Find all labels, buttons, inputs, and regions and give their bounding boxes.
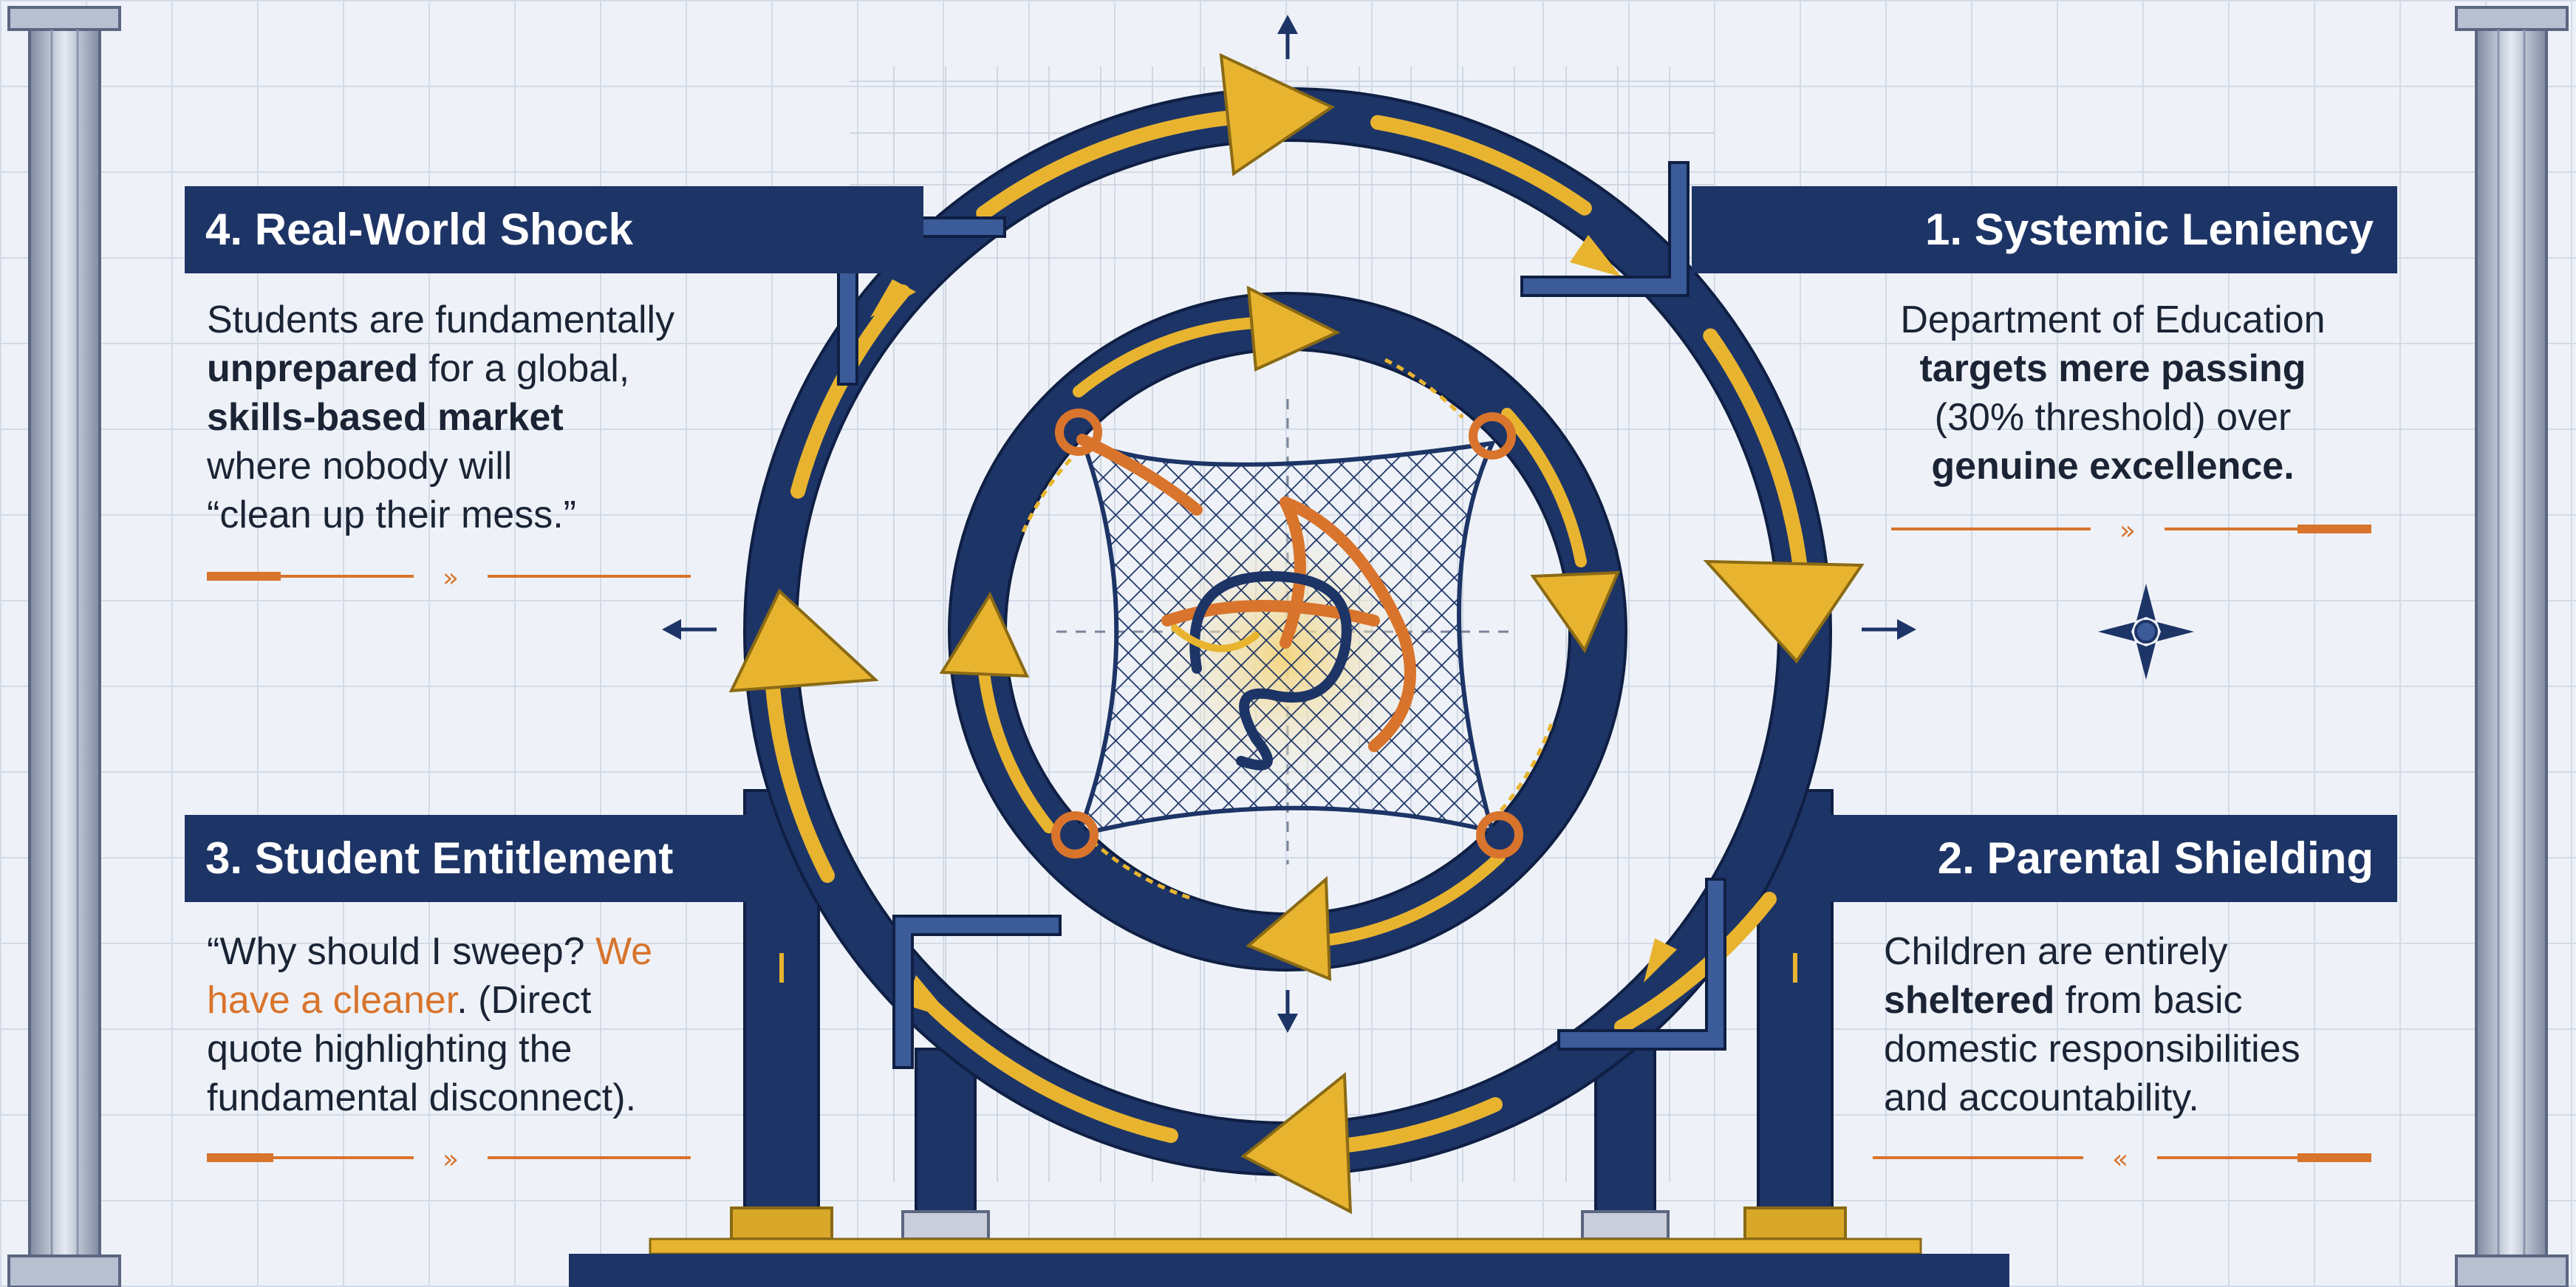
description-line: (30% threshold) over: [1847, 393, 2379, 442]
description-text: for a global,: [418, 347, 630, 390]
description-line: “Why should I sweep? We: [207, 927, 652, 976]
description-line: sheltered from basic: [1884, 976, 2300, 1025]
description-line: domestic responsibilities: [1884, 1025, 2300, 1073]
emphasis-text: sheltered: [1884, 979, 2055, 1022]
description-text: and accountability.: [1884, 1076, 2199, 1119]
description-line: Students are fundamentally: [207, 296, 674, 344]
description-line: targets mere passing: [1847, 344, 2379, 393]
stage-4-heading: 4. Real-World Shock: [185, 186, 923, 273]
stage-2-heading: 2. Parental Shielding: [1825, 815, 2397, 902]
inner-cycle-arrows: [939, 285, 1621, 982]
description-text: where nobody will: [207, 445, 513, 488]
description-text: Children are entirely: [1884, 930, 2228, 973]
description-text: quote highlighting the: [207, 1028, 573, 1071]
description-line: quote highlighting the: [207, 1025, 652, 1073]
description-line: fundamental disconnect).: [207, 1073, 652, 1122]
description-line: genuine excellence.: [1847, 442, 2379, 491]
description-line: Children are entirely: [1884, 927, 2300, 976]
description-line: Department of Education: [1847, 296, 2379, 344]
description-line: skills-based market: [207, 393, 674, 442]
support-columns: [569, 789, 2009, 1287]
divider-glyph: «: [2112, 1144, 2128, 1175]
description-text: “clean up their mess.”: [207, 494, 576, 536]
description-text: “Why should I sweep?: [207, 930, 596, 973]
description-line: “clean up their mess.”: [207, 491, 674, 539]
description-text: . (Direct: [457, 979, 592, 1022]
right-pillar: [2455, 6, 2569, 1287]
description-text: fundamental disconnect).: [207, 1076, 637, 1119]
compass-icon: [2098, 584, 2194, 680]
description-text: from basic: [2054, 979, 2243, 1022]
description-line: have a cleaner. (Direct: [207, 976, 652, 1025]
divider-glyph: »: [443, 563, 459, 593]
description-text: Students are fundamentally: [207, 298, 675, 341]
stage-3-heading: 3. Student Entitlement: [185, 815, 754, 902]
divider-glyph: »: [443, 1144, 459, 1175]
left-pillar: [7, 6, 121, 1287]
emphasis-text: targets mere passing: [1919, 347, 2306, 390]
description-line: and accountability.: [1884, 1073, 2300, 1122]
stage-1-heading: 1. Systemic Leniency: [1692, 186, 2397, 273]
emphasis-text: unprepared: [207, 347, 419, 390]
stage-1-description: Department of Education targets mere pass…: [1847, 296, 2379, 491]
outer-cycle-arrows: [728, 52, 1865, 1215]
description-line: unprepared for a global,: [207, 344, 674, 393]
safety-net: [1051, 409, 1523, 858]
highlight-text: have a cleaner: [207, 979, 457, 1022]
highlight-text: We: [595, 930, 653, 973]
description-text: Department of Education: [1900, 298, 2326, 341]
direction-arrows: [662, 15, 1916, 1033]
description-text: (30% threshold) over: [1934, 396, 2292, 439]
emphasis-text: skills-based market: [207, 396, 564, 439]
divider-glyph: »: [2119, 516, 2136, 546]
emphasis-text: genuine excellence.: [1931, 445, 2295, 488]
description-text: domestic responsibilities: [1884, 1028, 2300, 1071]
section-dividers: » » » «: [207, 516, 2371, 1175]
description-line: where nobody will: [207, 442, 674, 491]
corner-brackets: [837, 161, 1726, 1069]
